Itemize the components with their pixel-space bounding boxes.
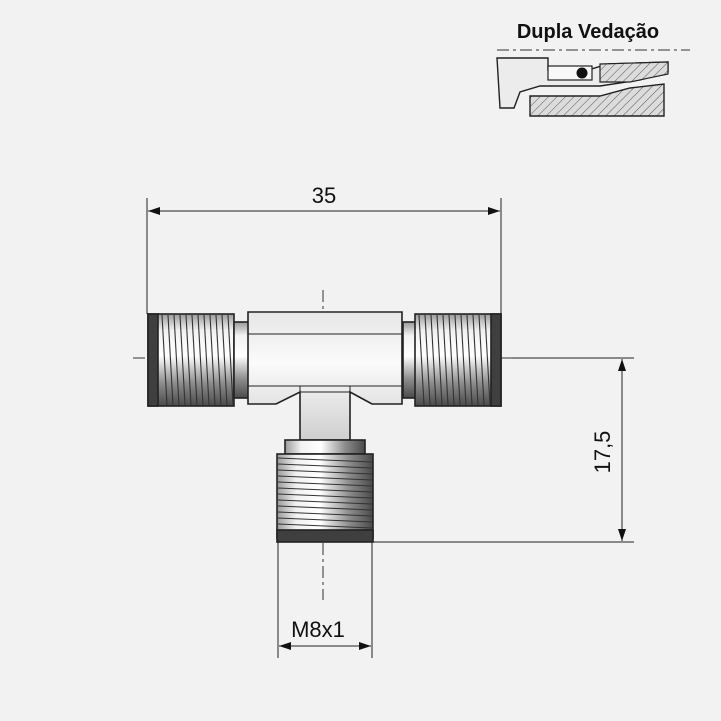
height-dimension: 17,5: [373, 357, 634, 543]
right-thread: [402, 313, 502, 407]
thread-dimension: M8x1: [277, 542, 373, 658]
left-thread: [147, 313, 251, 407]
thread-dimension-label: M8x1: [291, 617, 345, 642]
bottom-thread: [276, 439, 374, 543]
height-dimension-label: 17,5: [590, 431, 615, 474]
width-dimension-label: 35: [312, 183, 336, 208]
tee-body: [247, 311, 403, 441]
double-seal-detail: [496, 49, 690, 117]
detail-title: Dupla Vedação: [517, 21, 659, 43]
width-dimension: 35: [146, 183, 502, 314]
